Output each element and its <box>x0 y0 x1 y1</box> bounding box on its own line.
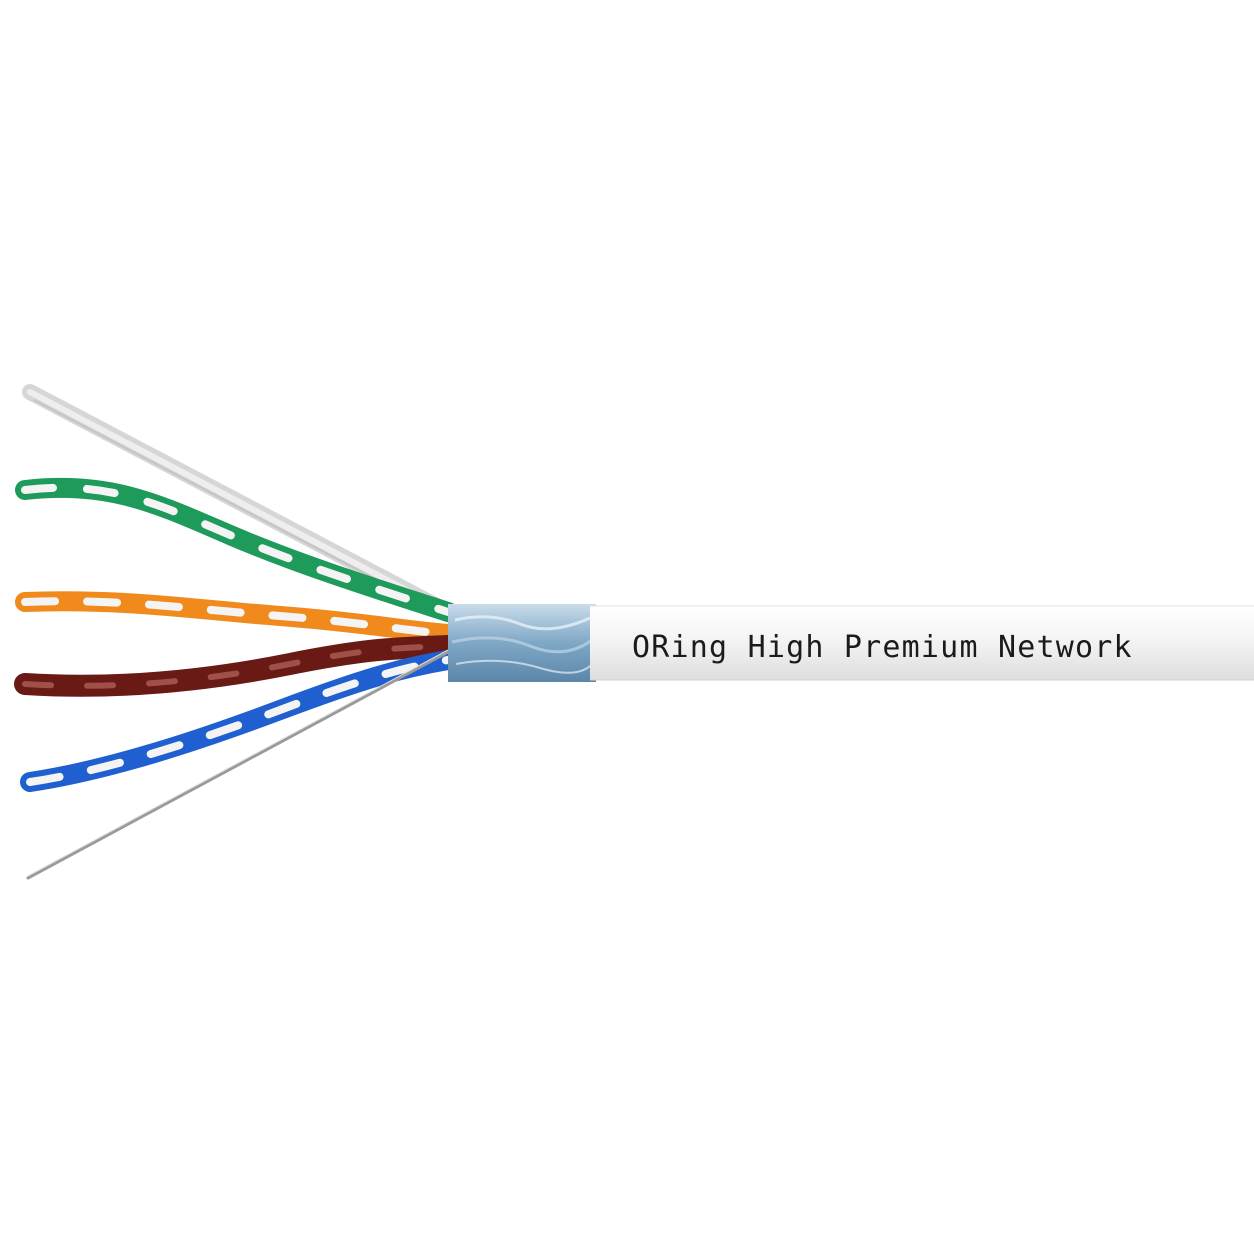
blue-pair <box>20 650 458 792</box>
drain-wire <box>26 649 450 880</box>
foil-shield <box>448 604 596 682</box>
brown-pair <box>14 635 459 697</box>
orange-pair <box>15 591 458 644</box>
jacket <box>590 605 1254 681</box>
green-pair <box>15 477 458 622</box>
jacket-print-text: ORing High Premium Network <box>632 630 1133 665</box>
